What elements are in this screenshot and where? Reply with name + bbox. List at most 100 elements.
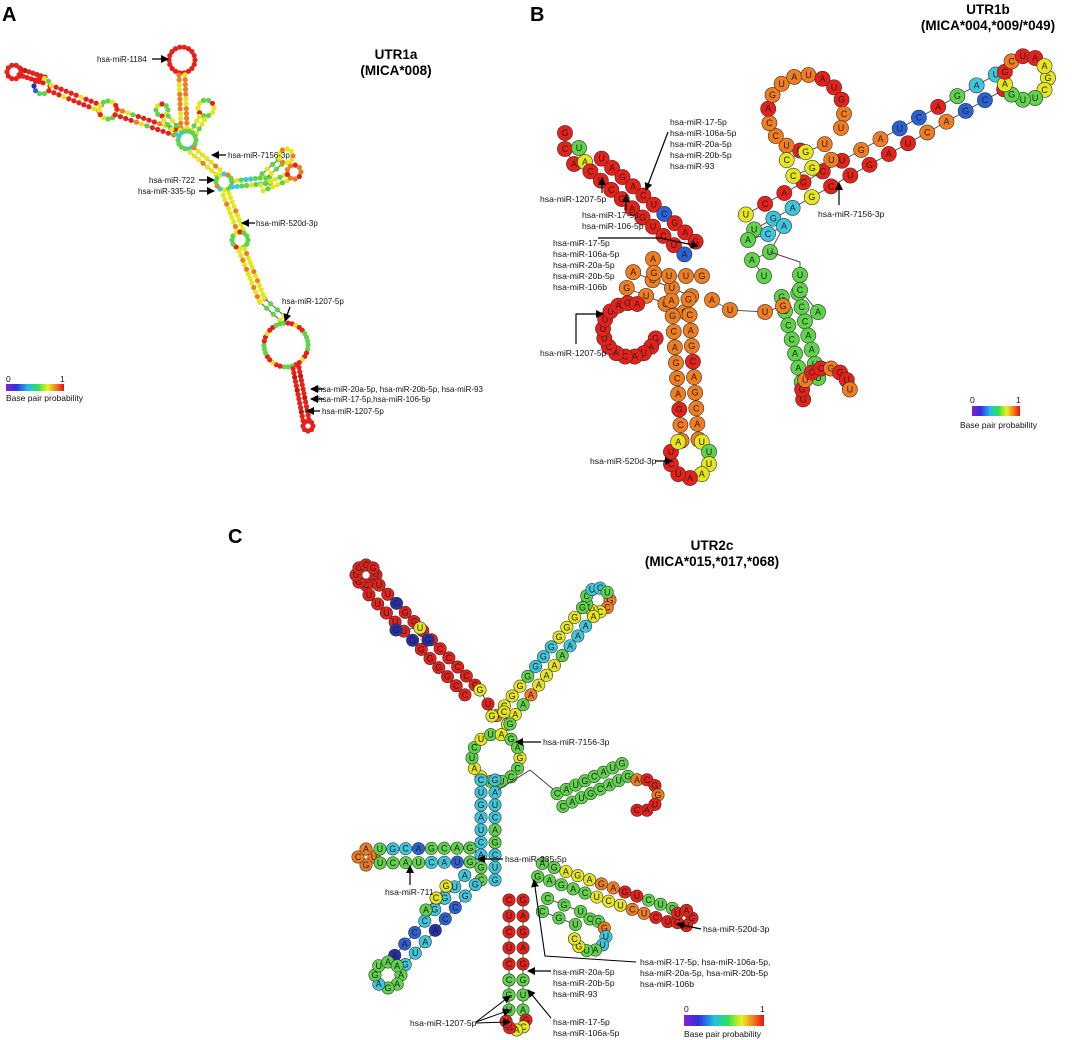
svg-text:G: G — [619, 759, 626, 769]
svg-text:G: G — [698, 271, 705, 281]
annotation-b-top-group-1: hsa-miR-17-5p — [670, 117, 727, 127]
svg-text:C: C — [645, 895, 652, 905]
svg-text:G: G — [409, 635, 416, 645]
svg-text:U: U — [651, 200, 658, 210]
svg-text:C: C — [478, 875, 485, 885]
svg-text:C: C — [506, 927, 513, 937]
svg-text:C: C — [783, 155, 790, 165]
svg-text:G: G — [516, 681, 523, 691]
svg-text:U: U — [598, 176, 605, 186]
svg-text:C: C — [809, 368, 816, 378]
svg-text:C: C — [765, 229, 772, 239]
panel-letter-b: B — [530, 4, 544, 26]
svg-text:G: G — [442, 881, 449, 891]
svg-text:C: C — [582, 888, 589, 898]
svg-text:A: A — [422, 937, 428, 947]
svg-text:G: G — [800, 394, 807, 404]
svg-text:C: C — [670, 327, 677, 337]
svg-text:G: G — [431, 905, 438, 915]
svg-text:C: C — [924, 127, 931, 137]
svg-text:C: C — [446, 653, 453, 663]
svg-text:G: G — [556, 632, 563, 642]
svg-text:A: A — [644, 805, 650, 815]
svg-text:U: U — [783, 141, 790, 151]
svg-text:G: G — [769, 90, 776, 100]
svg-text:G: G — [444, 672, 451, 682]
svg-text:U: U — [1020, 51, 1027, 61]
legend-a-min: 0 — [6, 374, 11, 384]
legend-a-colorbar — [6, 384, 64, 391]
svg-text:G: G — [692, 388, 699, 398]
annotation-b-mir17: hsa-miR-17-5p — [582, 210, 639, 220]
svg-text:U: U — [376, 961, 383, 971]
svg-text:G: G — [424, 635, 431, 645]
legend-b: 0 1 Base pair probability — [960, 395, 1038, 430]
annotation-b-top-group-2: hsa-miR-106a-5p — [670, 128, 737, 138]
svg-text:A: A — [650, 254, 656, 264]
svg-text:U: U — [485, 699, 492, 709]
svg-text:A: A — [795, 363, 801, 373]
svg-text:C: C — [562, 144, 569, 154]
svg-text:C: C — [797, 285, 804, 295]
svg-text:U: U — [847, 171, 854, 181]
svg-text:C: C — [442, 914, 449, 924]
svg-text:A: A — [672, 342, 678, 352]
svg-text:G: G — [428, 843, 435, 853]
svg-text:C: C — [634, 805, 641, 815]
svg-text:C: C — [982, 95, 989, 105]
svg-text:G: G — [688, 341, 695, 351]
svg-text:A: A — [792, 349, 798, 359]
svg-text:A: A — [609, 163, 615, 173]
svg-text:G: G — [389, 844, 396, 854]
svg-text:G: G — [506, 719, 513, 729]
svg-text:C: C — [571, 934, 578, 944]
svg-text:G: G — [581, 776, 588, 786]
svg-text:A: A — [520, 1005, 526, 1015]
svg-text:A: A — [547, 876, 553, 886]
svg-text:A: A — [563, 784, 569, 794]
svg-text:G: G — [370, 563, 377, 573]
svg-text:U: U — [371, 852, 378, 862]
svg-text:C: C — [478, 775, 485, 785]
svg-text:U: U — [683, 271, 690, 281]
legend-b-max: 1 — [1016, 395, 1021, 405]
svg-text:A: A — [376, 979, 382, 989]
svg-text:A: A — [943, 117, 949, 127]
svg-text:G: G — [799, 384, 806, 394]
svg-text:G: G — [651, 781, 658, 791]
annotation-c-mir1207: hsa-miR-1207-5p — [410, 1018, 477, 1028]
svg-text:U: U — [761, 271, 768, 281]
svg-text:A: A — [809, 345, 815, 355]
svg-text:U: U — [650, 222, 657, 232]
svg-text:C: C — [501, 707, 508, 717]
legend-c-label: Base pair probability — [684, 1029, 762, 1039]
svg-text:A: A — [454, 843, 460, 853]
svg-text:C: C — [554, 789, 561, 799]
svg-text:C: C — [653, 913, 660, 923]
svg-text:A: A — [819, 74, 825, 84]
svg-text:U: U — [506, 911, 513, 921]
svg-text:A: A — [571, 159, 577, 169]
svg-text:G: G — [371, 970, 378, 980]
svg-text:A: A — [415, 844, 421, 854]
svg-text:C: C — [462, 690, 469, 700]
svg-text:G: G — [506, 1023, 513, 1033]
svg-text:U: U — [805, 70, 812, 80]
svg-text:G: G — [355, 577, 362, 587]
svg-text:C: C — [402, 844, 409, 854]
svg-text:U: U — [674, 908, 681, 918]
svg-text:G: G — [410, 617, 417, 627]
svg-text:G: G — [505, 990, 512, 1000]
svg-text:G: G — [962, 106, 969, 116]
svg-text:G: G — [509, 691, 516, 701]
svg-text:A: A — [520, 943, 526, 953]
svg-text:C: C — [841, 109, 848, 119]
annotation-b-mir520d: hsa-miR-520d-3p — [590, 456, 657, 466]
svg-text:U: U — [594, 892, 601, 902]
svg-text:G: G — [601, 923, 608, 933]
svg-text:G: G — [571, 612, 578, 622]
svg-text:C: C — [669, 903, 676, 913]
svg-text:G: G — [606, 595, 613, 605]
svg-text:C: C — [597, 784, 604, 794]
